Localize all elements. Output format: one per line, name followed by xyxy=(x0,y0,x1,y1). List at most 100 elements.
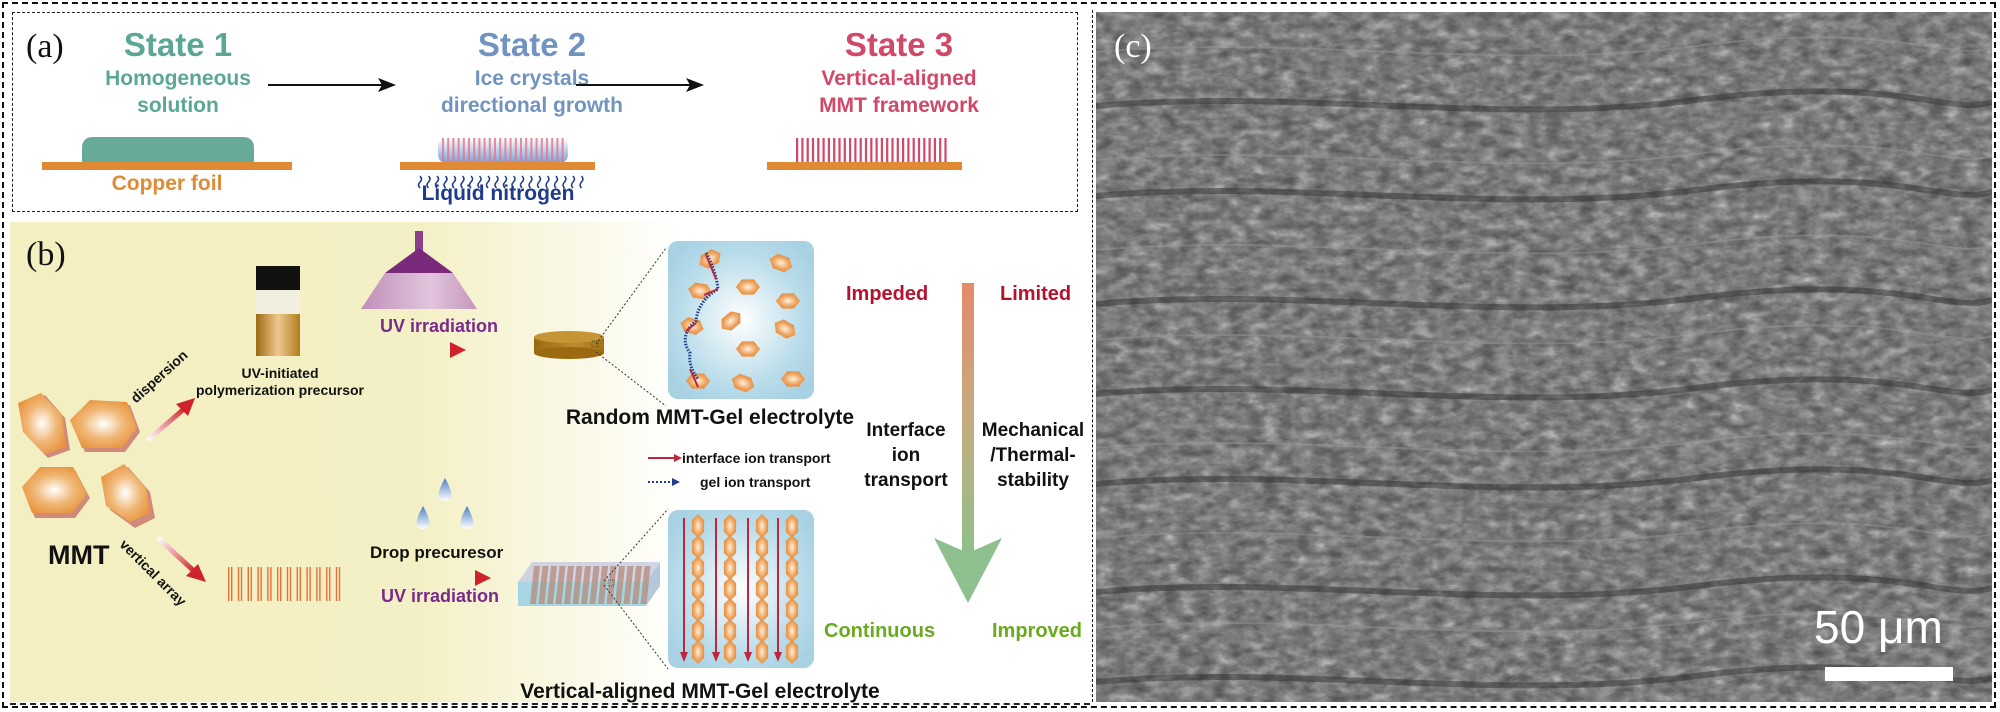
mmt-flake xyxy=(774,319,796,339)
limited-label: Limited xyxy=(1000,283,1072,305)
framework-bar xyxy=(928,138,931,163)
copper-foil-2 xyxy=(400,162,595,170)
sem-band xyxy=(1096,88,1992,113)
panel-c-sem-image xyxy=(1096,12,1992,702)
framework-bar xyxy=(843,138,846,163)
ice-bar xyxy=(509,138,512,162)
sem-micrograph xyxy=(1096,12,1992,702)
mmt-label: MMT xyxy=(48,540,110,570)
random-mmt-closeup xyxy=(668,241,814,399)
process-arrow-1 xyxy=(268,78,396,92)
state-1-subtitle-line1: Homogeneous xyxy=(105,67,251,90)
precursor-label-line2: polymerization precursor xyxy=(195,382,365,398)
ice-bar xyxy=(514,138,517,162)
nitrogen-wave xyxy=(519,175,525,189)
nitrogen-wave xyxy=(417,175,423,189)
zoom-lines-vertical xyxy=(603,508,669,670)
ice-bar xyxy=(546,138,548,162)
panel-divider xyxy=(1092,10,1093,702)
mmt-flake xyxy=(723,598,737,622)
sem-lamellar-bands xyxy=(1096,36,1992,689)
mmt-particles xyxy=(18,393,155,528)
panel-b-border xyxy=(10,703,1090,705)
array-bar xyxy=(260,567,262,601)
precursor-drops-icon xyxy=(416,478,474,529)
mmt-flake xyxy=(755,619,769,643)
array-bar xyxy=(299,567,301,601)
array-bar xyxy=(338,567,341,601)
mmt-flake xyxy=(785,619,799,643)
mmt-flake xyxy=(785,556,799,580)
framework-bar xyxy=(891,138,894,163)
framework-bar xyxy=(864,138,868,163)
state-3-subtitle-line2: MMT framework xyxy=(819,94,979,117)
vertical-array-arrow xyxy=(156,536,206,582)
lamella xyxy=(581,566,591,604)
uv-arrow-bottom xyxy=(383,570,491,586)
mmt-flake xyxy=(735,279,761,295)
liquid-nitrogen-waves xyxy=(417,175,584,189)
liquid-nitrogen-label: Liquid nitrogen xyxy=(421,182,575,205)
framework-bar xyxy=(822,138,825,163)
mmt-flake xyxy=(785,577,799,601)
array-bar xyxy=(247,567,249,601)
ice-bar xyxy=(442,138,444,162)
mmt-flake xyxy=(755,556,769,580)
mmt-flake xyxy=(785,514,799,538)
nitrogen-wave xyxy=(451,175,457,189)
nitrogen-wave xyxy=(536,175,542,189)
framework-bar xyxy=(870,138,873,163)
array-bar xyxy=(257,567,259,601)
zoom-lines-random xyxy=(595,247,667,407)
framework-bar xyxy=(896,138,899,163)
sem-band xyxy=(1096,324,1992,345)
ice-bar xyxy=(499,138,502,162)
nitrogen-wave xyxy=(477,175,482,189)
precursor-label-line1: UV-initiated xyxy=(241,365,319,381)
ice-bar xyxy=(540,138,543,162)
mmt-flake xyxy=(775,293,801,309)
framework-bar xyxy=(907,138,910,163)
mmt-flake xyxy=(723,514,737,538)
copper-foil-label: Copper foil xyxy=(111,172,223,195)
arrowhead xyxy=(744,652,752,662)
framework-bar xyxy=(838,138,841,163)
framework-bar xyxy=(886,138,889,163)
mmt-flake xyxy=(755,598,769,622)
panel-b-label: (b) xyxy=(26,236,66,273)
mmt-flake xyxy=(691,577,705,601)
copper-foil-3 xyxy=(767,162,962,170)
state-3-subtitle-line1: Vertical-aligned xyxy=(821,67,977,90)
mmt-flake xyxy=(755,514,769,538)
interface-ion-transport-line1: Interface xyxy=(866,420,946,441)
drop-precursor-label: Drop precuresor xyxy=(370,543,504,562)
state-2-subtitle-line2: directional growth xyxy=(440,94,623,117)
ice-bar xyxy=(530,138,533,162)
framework-bar xyxy=(806,138,809,163)
framework-bar xyxy=(827,138,830,163)
lamella xyxy=(572,566,583,604)
mmt-flake xyxy=(721,311,741,331)
slab-lamellae xyxy=(530,566,651,604)
mmt-flake xyxy=(785,640,799,664)
sem-band xyxy=(1096,574,1992,599)
nitrogen-wave xyxy=(545,175,550,189)
interface-ion-path xyxy=(685,322,697,332)
nitrogen-wave xyxy=(570,175,576,189)
array-bar xyxy=(319,567,321,601)
framework-bar xyxy=(939,138,942,163)
framework-bar xyxy=(817,138,820,163)
lamella xyxy=(530,566,540,604)
array-bar xyxy=(237,567,240,601)
vertical-electrolyte-slab xyxy=(518,562,660,606)
panel-a-label: (a) xyxy=(26,28,64,65)
vertical-mmt-columns xyxy=(680,514,799,664)
legend-dotted-blue-arrow-icon xyxy=(648,478,680,486)
state-1-subtitle-line2: solution xyxy=(137,94,219,117)
ice-bar xyxy=(462,138,465,162)
framework-bar xyxy=(923,138,926,163)
mech-thermal-line2: /Thermal- xyxy=(990,445,1076,466)
mmt-flake xyxy=(780,371,806,387)
lamella xyxy=(598,566,608,604)
array-bar xyxy=(306,567,308,601)
